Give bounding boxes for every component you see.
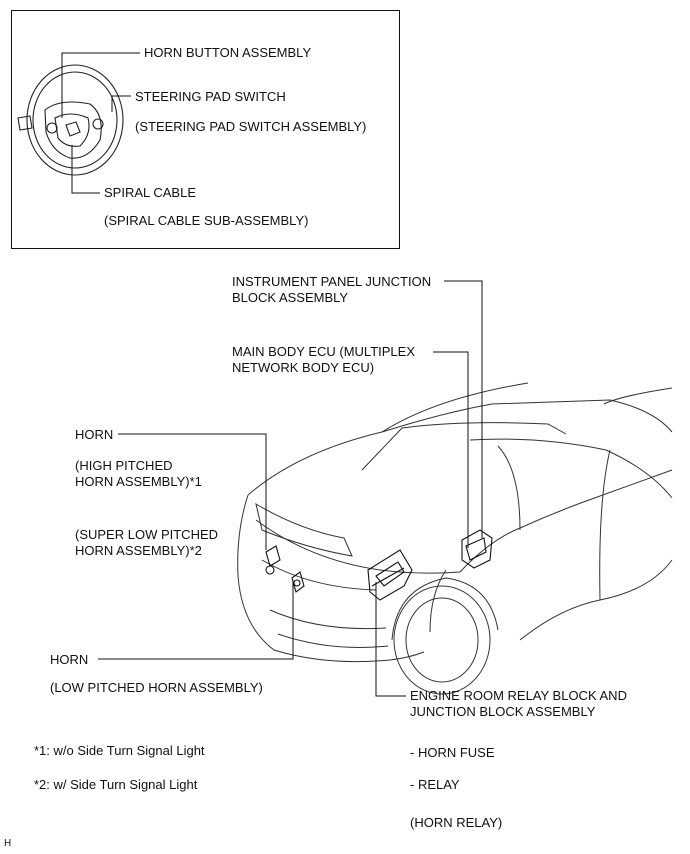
- footnote-1: *1: w/o Side Turn Signal Light: [34, 743, 205, 758]
- label-instrument-panel-junction-line1: INSTRUMENT PANEL JUNCTION: [232, 274, 432, 289]
- label-super-low-pitched-line1: (SUPER LOW PITCHED: [75, 527, 219, 542]
- label-engine-room-relay-block-line2: JUNCTION BLOCK ASSEMBLY: [410, 704, 596, 719]
- label-horn-low: HORN: [50, 652, 89, 667]
- engine-room-relay-block: [367, 549, 413, 601]
- label-low-pitched-horn-assembly: (LOW PITCHED HORN ASSEMBLY): [50, 680, 263, 695]
- inset-frame: [11, 10, 400, 249]
- inset-leader-lines: [61, 52, 140, 194]
- car-body-illustration: [237, 382, 673, 663]
- steering-wheel-illustration: [17, 64, 124, 176]
- label-horn-top: HORN: [75, 427, 114, 442]
- label-main-body-ecu-line1: MAIN BODY ECU (MULTIPLEX: [232, 344, 415, 359]
- label-horn-relay: (HORN RELAY): [410, 815, 503, 830]
- headlight-illustration: [255, 502, 353, 557]
- front-wheel-illustration: [391, 577, 499, 695]
- corner-mark: H: [4, 838, 12, 849]
- junction-block-ecu: [461, 529, 493, 569]
- label-super-low-pitched-line2: HORN ASSEMBLY)*2: [75, 543, 202, 558]
- label-steering-pad-switch-assembly: (STEERING PAD SWITCH ASSEMBLY): [135, 119, 367, 134]
- label-instrument-panel-junction-line2: BLOCK ASSEMBLY: [232, 290, 349, 305]
- label-main-body-ecu-line2: NETWORK BODY ECU): [232, 360, 375, 375]
- label-steering-pad-switch: STEERING PAD SWITCH: [135, 89, 286, 104]
- label-spiral-cable-sub-assembly: (SPIRAL CABLE SUB-ASSEMBLY): [104, 213, 309, 228]
- label-spiral-cable: SPIRAL CABLE: [104, 185, 197, 200]
- label-high-pitched-line1: (HIGH PITCHED: [75, 458, 173, 473]
- label-horn-fuse: - HORN FUSE: [410, 745, 495, 760]
- label-engine-room-relay-block-line1: ENGINE ROOM RELAY BLOCK AND: [410, 688, 627, 703]
- diagram-leader-lines: [98, 280, 483, 697]
- label-high-pitched-line2: HORN ASSEMBLY)*1: [75, 474, 202, 489]
- label-horn-button-assembly: HORN BUTTON ASSEMBLY: [144, 45, 312, 60]
- label-relay: - RELAY: [410, 777, 460, 792]
- horn-components: [265, 545, 305, 593]
- footnote-2: *2: w/ Side Turn Signal Light: [34, 777, 198, 792]
